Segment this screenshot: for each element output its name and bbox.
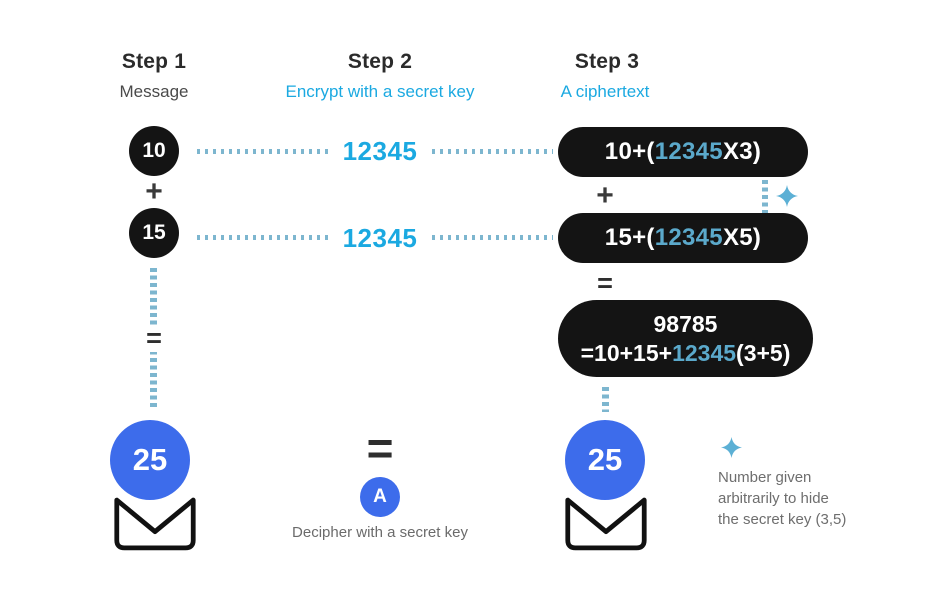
ciphertext-result-key: 12345 [672, 339, 737, 366]
message-equals-operator: = [137, 325, 171, 352]
decipher-key-badge: A [360, 477, 400, 517]
ciphertext-result-expansion: =10+15+12345(3+5) [581, 339, 791, 368]
encrypt-row1-dotted-line-left [197, 149, 330, 154]
ciphertext-result-post: (3+5) [736, 339, 791, 366]
note-line-1: Number given [718, 469, 812, 486]
secret-key-row1: 12345 [342, 136, 418, 166]
ciphertext-row1-pre: 10+( [604, 138, 655, 165]
ciphertext-result-pre: =10+15+ [580, 339, 673, 366]
secret-key-row2: 12345 [342, 223, 418, 253]
ciphertext-row2-key: 12345 [654, 224, 723, 251]
ciphertext-row2-pre: 15+( [604, 224, 655, 251]
message-value-2: 15 [129, 208, 179, 258]
ciphertext-row2-post: X5) [722, 224, 762, 251]
sparkle-callout-dotted-line [762, 180, 768, 213]
ciphertext-result-pill: 98785 =10+15+12345(3+5) [558, 300, 813, 377]
open-envelope-icon [563, 493, 649, 553]
step1-subtitle: Message [119, 82, 189, 101]
step2-title: Step 2 [347, 50, 413, 73]
ciphertext-row1-post: X3) [722, 138, 762, 165]
step2-subtitle: Encrypt with a secret key [285, 82, 475, 101]
ciphertext-row1-key: 12345 [654, 138, 723, 165]
encrypt-row1-dotted-line-right [432, 149, 553, 154]
ciphertext-equals-operator: = [588, 270, 622, 297]
result-sum-connector-dotted-line [602, 387, 609, 412]
decipher-equals-operator: = [366, 422, 394, 474]
open-envelope-icon [112, 493, 198, 553]
decipher-caption: Decipher with a secret key [292, 524, 468, 541]
note-line-3: the secret key (3,5) [718, 511, 847, 528]
encrypt-row2-dotted-line-left [197, 235, 330, 240]
message-value-1: 10 [129, 126, 179, 176]
step1-title: Step 1 [121, 50, 187, 73]
message-sum-circle: 25 [110, 420, 190, 500]
sparkle-icon [776, 185, 798, 207]
ciphertext-result-total: 98785 [653, 310, 718, 337]
message-plus-operator: + [145, 175, 163, 208]
note-line-2: arbitrarily to hide [718, 490, 829, 507]
sparkle-icon [721, 437, 742, 458]
decrypted-sum-circle: 25 [565, 420, 645, 500]
step3-subtitle: A ciphertext [560, 82, 650, 101]
encrypt-row2-dotted-line-right [432, 235, 553, 240]
step3-title: Step 3 [574, 50, 640, 73]
secret-key-note: Number given arbitrarily to hide the sec… [718, 467, 918, 530]
ciphertext-plus-operator: + [596, 179, 614, 212]
